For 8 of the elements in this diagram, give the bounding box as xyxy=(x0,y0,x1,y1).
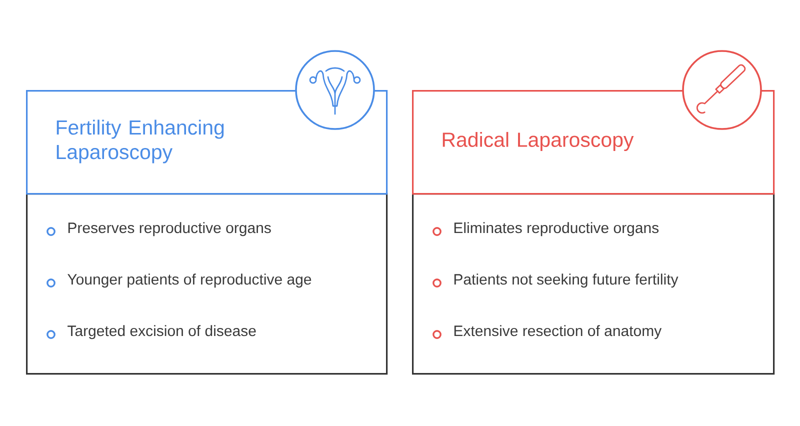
header-box: Fertility Enhancing Laparoscopy xyxy=(26,90,388,195)
list-item: Preserves reproductive organs xyxy=(68,222,271,236)
list-item: Targeted excision of disease xyxy=(68,325,256,340)
list-item: Younger patients of reproductive age xyxy=(68,274,312,288)
list-item: Extensive resection of anatomy xyxy=(454,325,662,340)
header-box: Radical Laparoscopy xyxy=(412,90,775,195)
list-item: Eliminates reproductive organs xyxy=(454,222,659,236)
list-item: Patients not seeking future fertility xyxy=(454,274,678,288)
